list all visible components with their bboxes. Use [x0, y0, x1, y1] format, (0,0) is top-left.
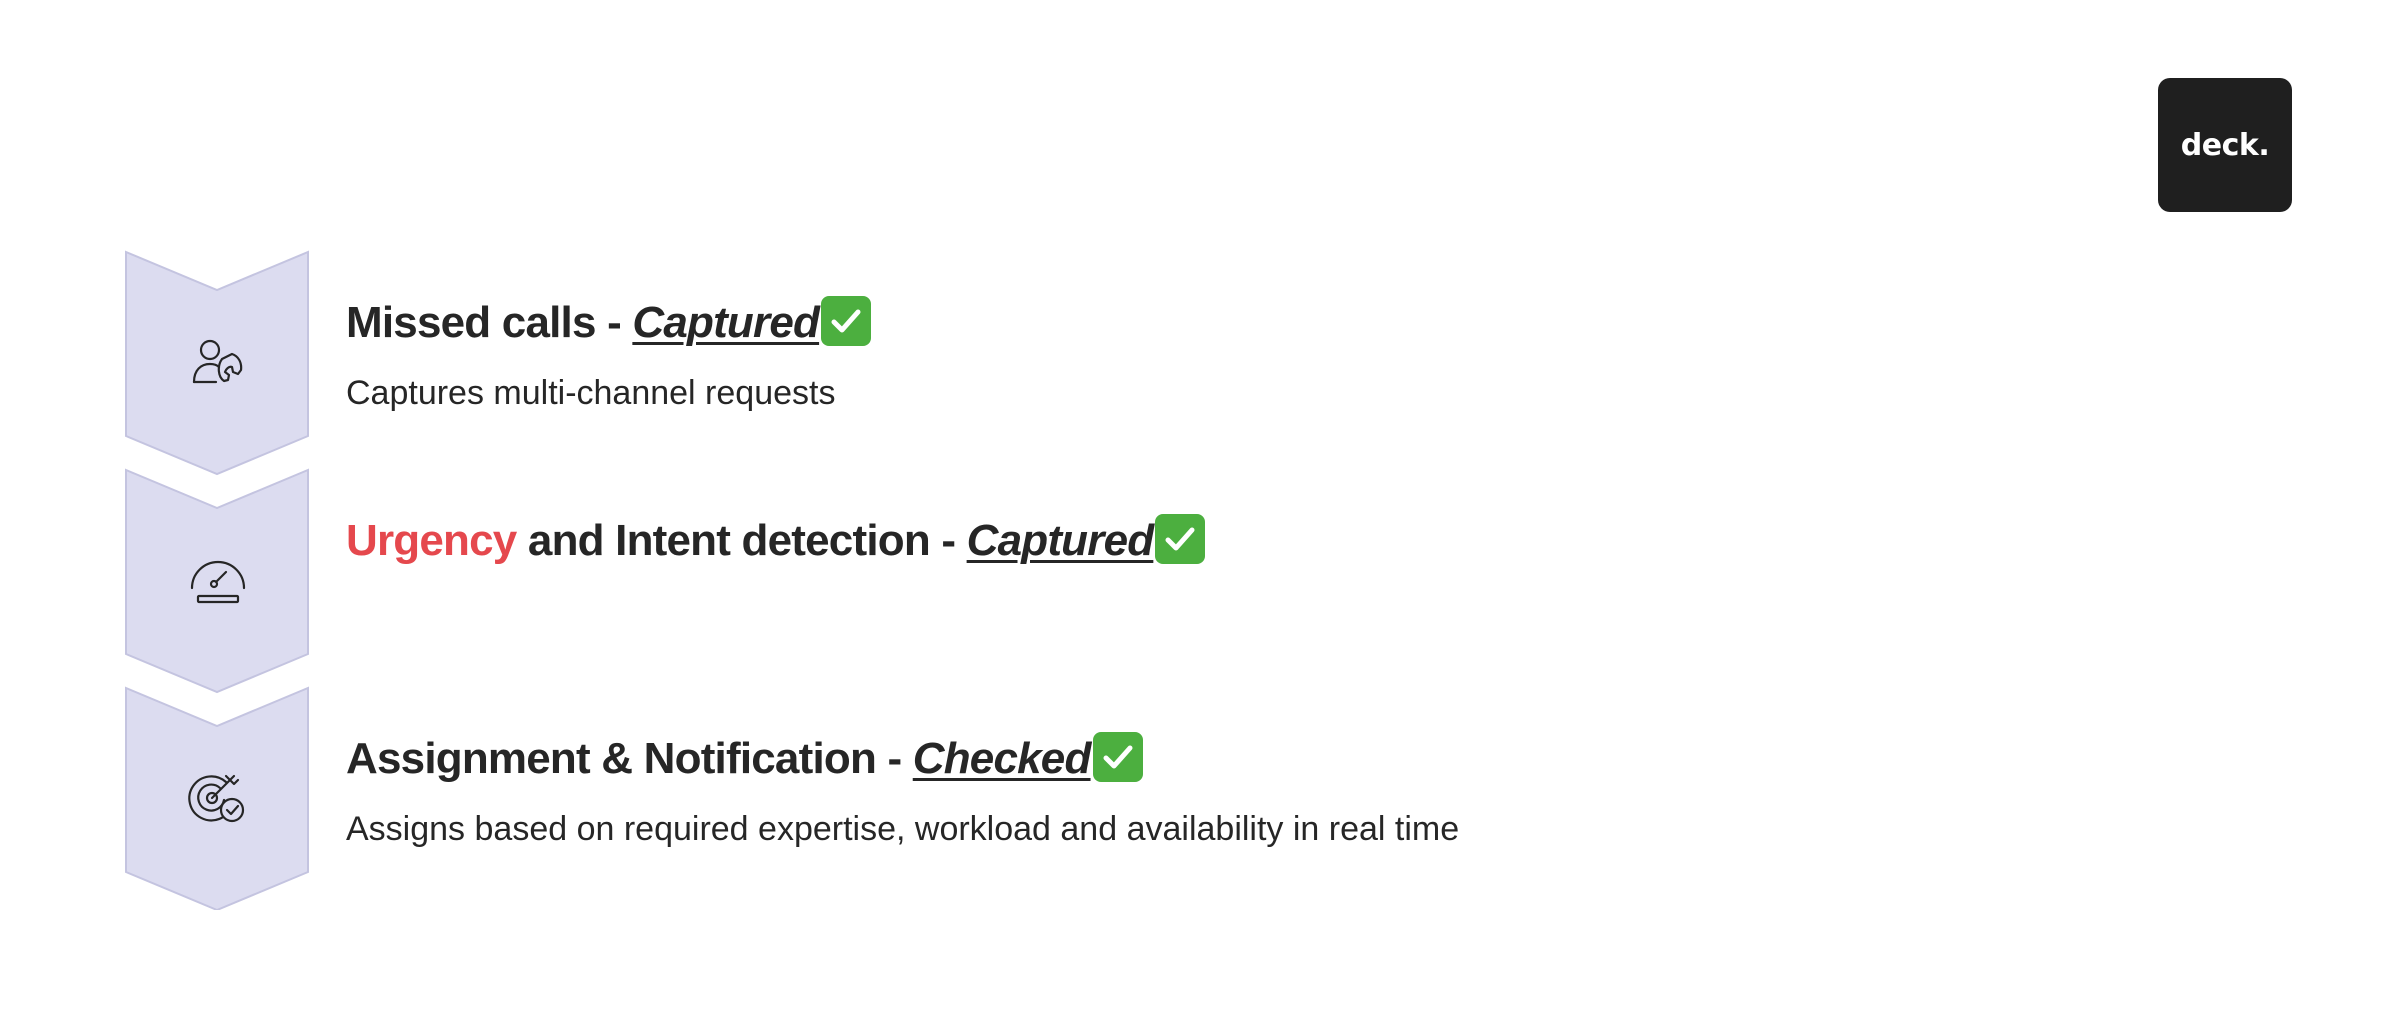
check-mark-icon — [1092, 732, 1143, 782]
step-assignment-notification: Assignment & Notification - Checked Assi… — [346, 732, 1459, 846]
check-mark-icon — [821, 296, 872, 346]
status-captured: Captured — [632, 298, 820, 347]
status-captured: Captured — [966, 516, 1155, 565]
step-title: Assignment & Notification - Checked — [346, 732, 1459, 782]
title-text: Assignment & Notification - — [346, 734, 913, 783]
deck-logo: deck. — [2158, 78, 2292, 212]
chevron-step-1 — [125, 250, 309, 476]
check-mark-icon — [1155, 514, 1206, 564]
gauge-icon — [186, 548, 250, 612]
target-check-icon — [186, 766, 250, 830]
person-phone-icon — [186, 330, 250, 394]
step-missed-calls: Missed calls - Captured Captures multi-c… — [346, 296, 872, 412]
title-text: Missed calls - — [346, 298, 633, 347]
step-description: Assigns based on required expertise, wor… — [346, 810, 1460, 848]
step-urgency-intent: Urgency and Intent detection - Captured — [346, 514, 1206, 565]
step-title: Missed calls - Captured — [346, 296, 872, 347]
title-text: and Intent detection - — [516, 516, 967, 565]
step-title: Urgency and Intent detection - Captured — [346, 514, 1206, 565]
title-highlight: Urgency — [346, 516, 517, 565]
status-checked: Checked — [912, 734, 1092, 783]
step-description: Captures multi-channel requests — [346, 374, 836, 412]
logo-text: deck. — [2180, 127, 2270, 163]
